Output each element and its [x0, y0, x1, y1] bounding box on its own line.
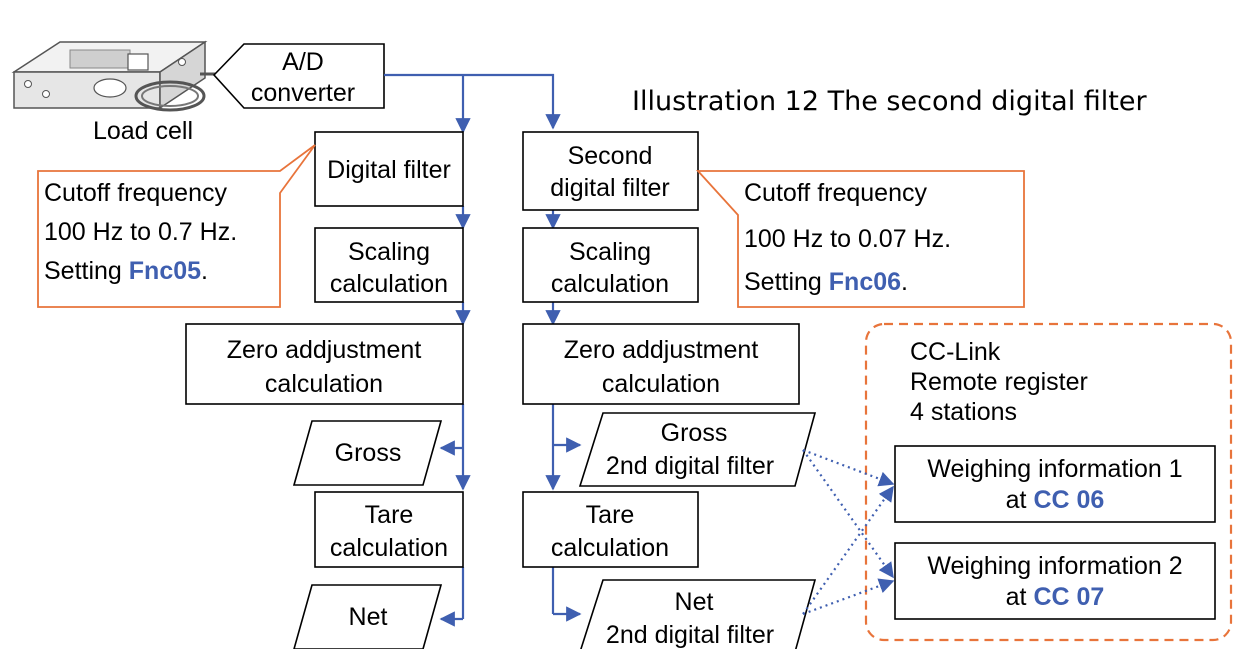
left-tare-line2: calculation	[330, 534, 448, 562]
right-tare-line2: calculation	[551, 534, 669, 562]
digital-filter-box	[314, 131, 464, 207]
weighing-info-1-line2: at CC 06	[1006, 486, 1105, 514]
cclink-title-line3: 4 stations	[910, 398, 1017, 426]
weighing-info-1-box	[894, 445, 1216, 523]
right-zero-box	[522, 323, 800, 405]
flow-lines	[384, 73, 582, 627]
load-cell-label: Load cell	[93, 117, 193, 145]
diagram-title: Illustration 12 The second digital filte…	[632, 86, 1147, 117]
net-label: Net	[349, 603, 388, 631]
load-cell-icon	[11, 40, 226, 112]
left-scaling-line2: calculation	[330, 270, 448, 298]
digital-filter-label: Digital filter	[327, 156, 451, 184]
gross-2nd-line1: Gross	[661, 419, 728, 447]
weighing-info-2-line1: Weighing information 2	[927, 552, 1182, 580]
gross-2nd-filter-output	[578, 412, 817, 487]
right-tare-line1: Tare	[586, 501, 635, 529]
net-output	[293, 584, 443, 649]
right-zero-line2: calculation	[602, 370, 720, 398]
right-tare-box	[522, 491, 699, 568]
right-scaling-line2: calculation	[551, 270, 669, 298]
callout-left-line1: Cutoff frequency	[44, 179, 227, 207]
callout-right-line3: Setting Fnc06.	[744, 268, 908, 296]
gross-output	[292, 420, 443, 486]
second-filter-line1: Second	[568, 142, 653, 170]
callout-right	[695, 170, 1025, 308]
ad-converter-line1: A/D	[282, 48, 324, 76]
dotted-connections	[802, 448, 895, 616]
second-filter-line2: digital filter	[550, 174, 670, 202]
left-scaling-line1: Scaling	[348, 238, 430, 266]
left-zero-line1: Zero addjustment	[227, 336, 422, 364]
left-tare-line1: Tare	[365, 501, 414, 529]
cclink-container	[864, 322, 1233, 642]
callout-left-line2: 100 Hz to 0.7 Hz.	[44, 218, 237, 246]
left-scaling-box	[314, 227, 464, 303]
weighing-info-1-line1: Weighing information 1	[927, 455, 1182, 483]
callout-left	[37, 144, 316, 308]
ad-converter-line2: converter	[251, 79, 355, 107]
left-zero-line2: calculation	[265, 370, 383, 398]
right-scaling-box	[522, 227, 699, 303]
net-2nd-line2: 2nd digital filter	[606, 621, 774, 649]
weighing-info-2-box	[894, 542, 1216, 620]
second-digital-filter-box	[522, 131, 699, 211]
weighing-info-2-line2: at CC 07	[1006, 583, 1105, 611]
callout-right-line2: 100 Hz to 0.07 Hz.	[744, 225, 951, 253]
right-scaling-line1: Scaling	[569, 238, 651, 266]
left-tare-box	[314, 491, 464, 568]
net-2nd-line1: Net	[675, 588, 714, 616]
cclink-title-line2: Remote register	[910, 368, 1088, 396]
callout-left-line3: Setting Fnc05.	[44, 257, 208, 285]
right-zero-line1: Zero addjustment	[564, 336, 759, 364]
callout-right-line1: Cutoff frequency	[744, 179, 927, 207]
cclink-title-line1: CC-Link	[910, 338, 1001, 366]
left-zero-box	[185, 323, 464, 405]
gross-label: Gross	[335, 439, 402, 467]
net-2nd-filter-output	[580, 579, 817, 649]
gross-2nd-line2: 2nd digital filter	[606, 452, 774, 480]
